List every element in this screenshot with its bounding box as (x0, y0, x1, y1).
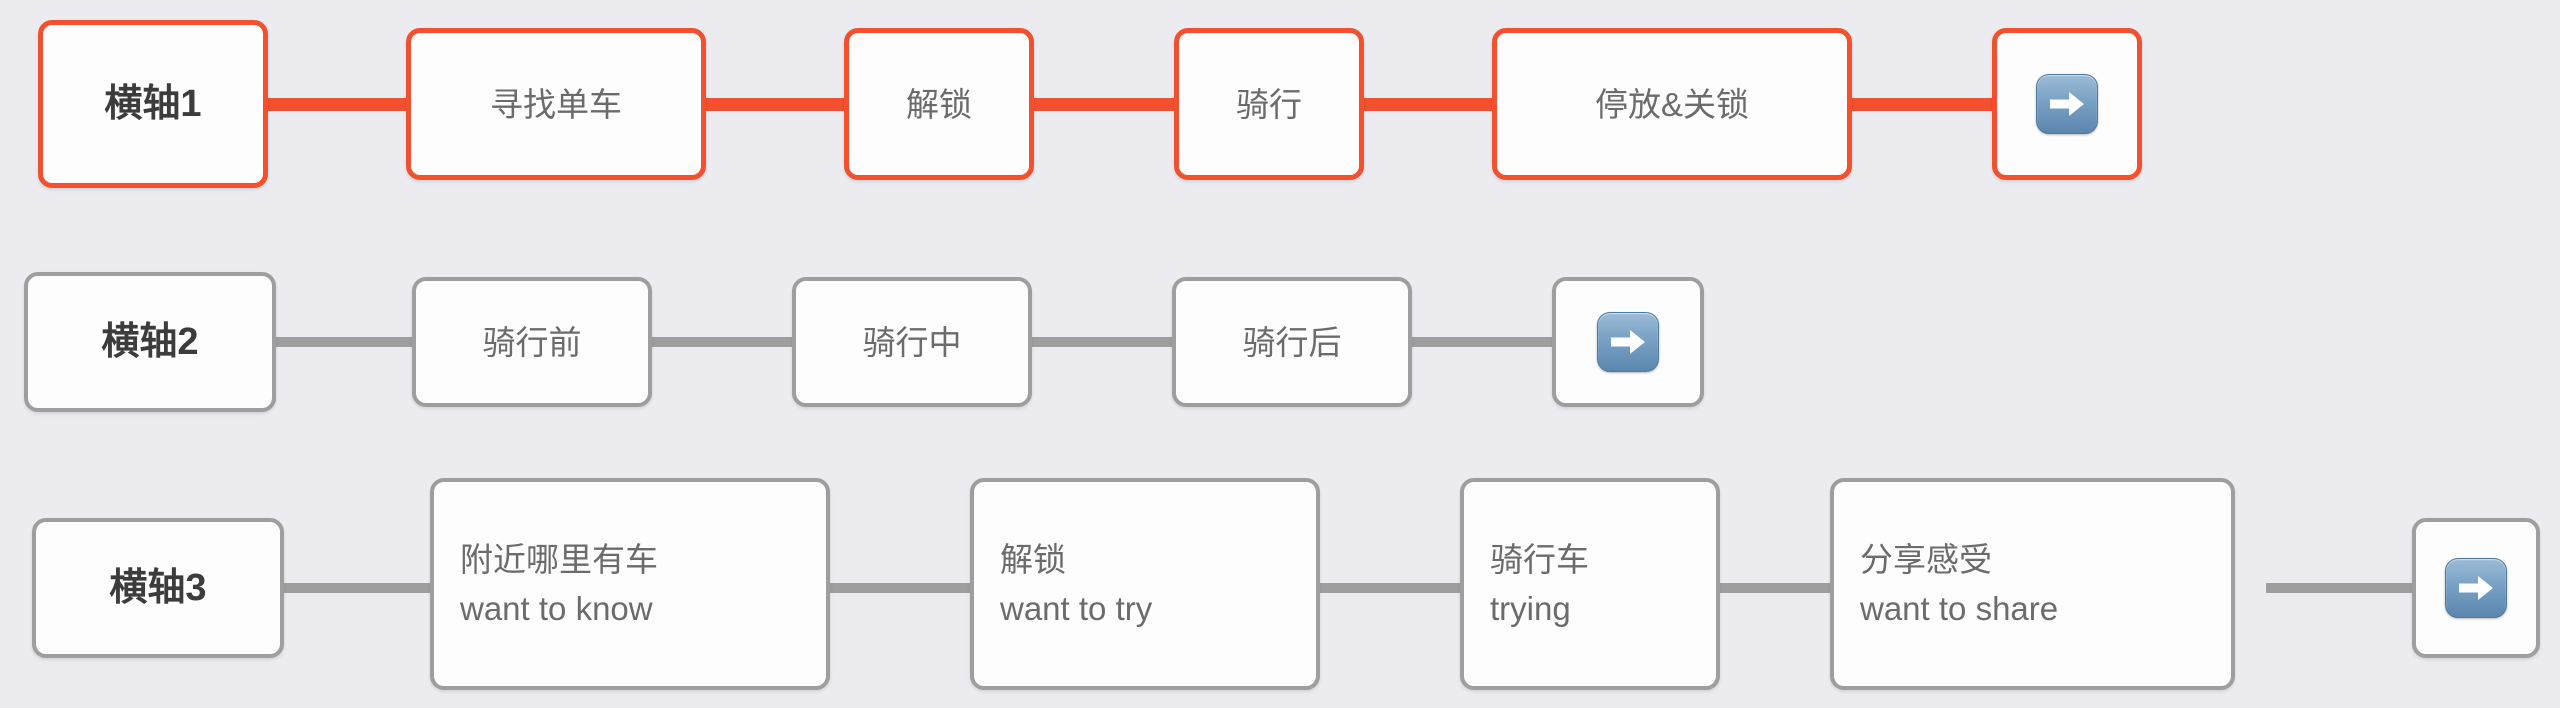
row3-step-1-stack: 附近哪里有车 want to know (460, 543, 658, 625)
row1-step-2[interactable]: 解锁 (844, 28, 1034, 180)
row2-step-2-label: 骑行中 (862, 323, 962, 361)
axis-label-row3-text: 横轴3 (109, 567, 207, 609)
row3-step-2[interactable]: 解锁 want to try (970, 478, 1320, 690)
row1-connector-2 (700, 98, 848, 111)
row3-connector-4 (1688, 583, 1838, 593)
row3-step-3-stack: 骑行车 trying (1490, 543, 1589, 625)
arrow-right-icon[interactable] (1597, 312, 1659, 372)
arrow-right-icon[interactable] (2445, 558, 2507, 618)
row1-connector-3 (1030, 98, 1178, 111)
arrow-right-icon[interactable] (2036, 74, 2098, 134)
axis-label-row1-text: 横轴1 (104, 83, 202, 125)
row1-connector-5 (1848, 98, 1996, 111)
row2-connector-3 (1026, 337, 1176, 347)
row3-connector-1 (278, 583, 438, 593)
row2-step-3-label: 骑行后 (1242, 323, 1342, 361)
row1-step-2-label: 解锁 (906, 85, 972, 123)
row1-step-3-label: 骑行 (1236, 85, 1302, 123)
axis-label-row1[interactable]: 横轴1 (38, 20, 268, 188)
row2-connector-1 (266, 337, 416, 347)
row1-step-4[interactable]: 停放&关锁 (1492, 28, 1852, 180)
row3-step-4-label-en: want to share (1860, 590, 2059, 627)
row1-step-3[interactable]: 骑行 (1174, 28, 1364, 180)
axis-label-row3[interactable]: 横轴3 (32, 518, 284, 658)
row2-connector-2 (646, 337, 796, 347)
row2-step-2[interactable]: 骑行中 (792, 277, 1032, 407)
row3-step-4-stack: 分享感受 want to share (1860, 543, 2058, 625)
row3-connector-2 (828, 583, 978, 593)
row2-step-1[interactable]: 骑行前 (412, 277, 652, 407)
row3-step-4[interactable]: 分享感受 want to share (1830, 478, 2235, 690)
row3-step-1-label-cn: 附近哪里有车 (460, 541, 658, 578)
row1-connector-4 (1348, 98, 1496, 111)
axis-label-row2-text: 横轴2 (101, 321, 199, 363)
row1-end-node[interactable] (1992, 28, 2142, 180)
row3-step-3[interactable]: 骑行车 trying (1460, 478, 1720, 690)
row1-connector-1 (262, 98, 410, 111)
row3-step-4-label-cn: 分享感受 (1860, 541, 1992, 578)
row1-step-1[interactable]: 寻找单车 (406, 28, 706, 180)
row3-step-2-label-cn: 解锁 (1000, 541, 1066, 578)
row2-connector-4 (1406, 337, 1556, 347)
row3-step-1-label-en: want to know (460, 590, 653, 627)
row3-connector-3 (1318, 583, 1468, 593)
row3-end-node[interactable] (2412, 518, 2540, 658)
axis-label-row2[interactable]: 横轴2 (24, 272, 276, 412)
row3-connector-5 (2266, 583, 2418, 593)
row3-step-2-stack: 解锁 want to try (1000, 543, 1152, 625)
row2-step-1-label: 骑行前 (482, 323, 582, 361)
row3-step-2-label-en: want to try (1000, 590, 1153, 627)
row3-step-3-label-en: trying (1490, 590, 1571, 627)
row1-step-1-label: 寻找单车 (490, 85, 622, 123)
row3-step-1[interactable]: 附近哪里有车 want to know (430, 478, 830, 690)
row3-step-3-label-cn: 骑行车 (1490, 541, 1589, 578)
row2-step-3[interactable]: 骑行后 (1172, 277, 1412, 407)
row1-step-4-label: 停放&关锁 (1594, 85, 1749, 123)
row2-end-node[interactable] (1552, 277, 1704, 407)
